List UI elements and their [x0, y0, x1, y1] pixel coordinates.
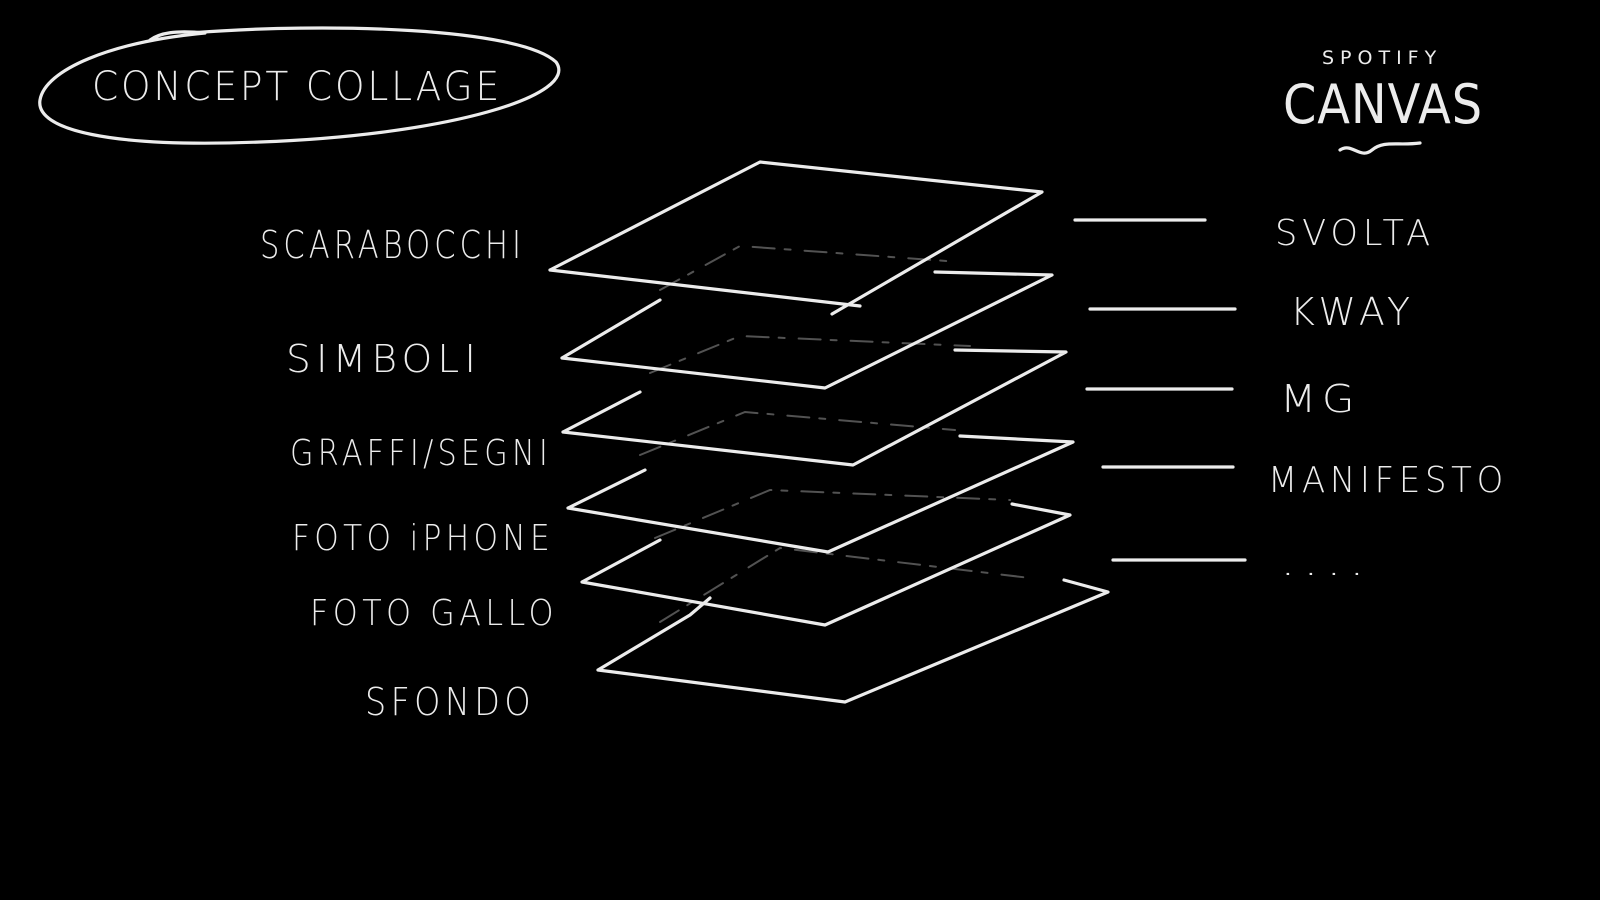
layer-label: SCARABOCCHI	[260, 223, 525, 267]
layer-sheet-graffi-segni	[561, 348, 1068, 467]
layer-shadow-hint	[639, 410, 956, 456]
layer-sheet-foto-gallo	[580, 502, 1072, 627]
brand-small-label: SPOTIFY	[1322, 47, 1442, 69]
item-label: ....	[1280, 544, 1372, 584]
connector-lines	[1073, 218, 1247, 562]
layer-shadow-hint	[659, 244, 961, 291]
title-ellipse	[38, 26, 561, 145]
brand-group: SPOTIFY CANVAS	[1283, 47, 1483, 155]
layer-labels: SCARABOCCHI SIMBOLI GRAFFI/SEGNI FOTO iP…	[260, 223, 558, 724]
layer-shadow-hint	[659, 546, 1031, 623]
title-group: CONCEPT COLLAGE	[38, 26, 561, 145]
item-labels: SVOLTA KWAY MG MANIFESTO ....	[1268, 213, 1508, 584]
squiggle-underline	[1338, 141, 1422, 155]
layer-sheet-scarabocchi	[548, 160, 1044, 316]
page-title: CONCEPT COLLAGE	[92, 64, 502, 110]
layer-stack	[548, 160, 1110, 704]
item-label: MG	[1280, 377, 1360, 421]
layer-shadow-hint	[654, 488, 1011, 539]
item-label: SVOLTA	[1275, 213, 1435, 254]
item-label: KWAY	[1290, 290, 1415, 334]
layer-label: SIMBOLI	[286, 337, 481, 381]
layer-sheet-foto-iphone	[566, 434, 1075, 554]
layer-label: GRAFFI/SEGNI	[290, 433, 552, 474]
layer-label: FOTO GALLO	[310, 593, 558, 634]
layer-sheet-simboli	[560, 270, 1054, 390]
layer-shadow-hint	[649, 334, 971, 374]
item-label: MANIFESTO	[1268, 460, 1508, 501]
layer-label: FOTO iPHONE	[292, 518, 554, 559]
layer-label: SFONDO	[365, 680, 535, 724]
brand-big-label: CANVAS	[1283, 73, 1483, 136]
